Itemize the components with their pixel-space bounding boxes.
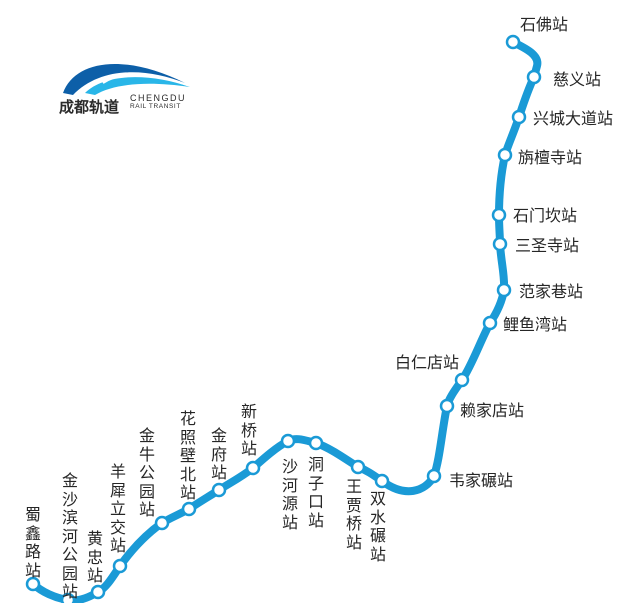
station-label-shimenkan: 石门坎站 bbox=[513, 206, 578, 225]
chengdu-rail-logo-icon bbox=[63, 63, 190, 95]
station-label-zhantansi: 旃檀寺站 bbox=[518, 148, 583, 167]
station-label-shuangshuinian: 双水碾站 bbox=[369, 489, 386, 564]
station-label-liyuwan: 鲤鱼湾站 bbox=[503, 315, 568, 334]
station-label-shifo: 石佛站 bbox=[520, 15, 569, 34]
station-label-jinniugongyuan: 金牛公园站 bbox=[138, 426, 155, 519]
station-label-huangzhong: 黄忠站 bbox=[86, 529, 103, 585]
station-marker-fanjiaxiang[interactable] bbox=[496, 282, 512, 298]
station-marker-shimenkan[interactable] bbox=[491, 207, 507, 223]
station-label-xinqiao: 新桥站 bbox=[240, 402, 257, 458]
station-label-yangxilijiao: 羊犀立交站 bbox=[109, 462, 126, 555]
station-marker-liyuwan[interactable] bbox=[482, 315, 498, 331]
station-label-ciyi: 慈义站 bbox=[553, 70, 602, 89]
station-marker-shaheyuan[interactable] bbox=[280, 433, 296, 449]
station-label-sanshengsi: 三圣寺站 bbox=[515, 236, 580, 255]
station-marker-shifo[interactable] bbox=[505, 34, 521, 50]
station-marker-xinqiao[interactable] bbox=[245, 460, 261, 476]
station-marker-shuxinlu[interactable] bbox=[25, 576, 41, 592]
station-marker-huangzhong[interactable] bbox=[90, 584, 106, 600]
station-marker-weijianian[interactable] bbox=[426, 468, 442, 484]
station-marker-shuangshuinian[interactable] bbox=[374, 473, 390, 489]
station-label-weijianian: 韦家碾站 bbox=[449, 471, 514, 490]
station-label-jinshabinhegongyuan: 金沙滨河公园站 bbox=[61, 471, 78, 601]
station-label-wangjiaqiao: 王贾桥站 bbox=[345, 477, 362, 552]
station-markers bbox=[25, 34, 542, 603]
station-marker-zhantansi[interactable] bbox=[497, 147, 513, 163]
station-label-shaheyuan: 沙河源站 bbox=[281, 457, 298, 532]
station-marker-yangxilijiao[interactable] bbox=[112, 558, 128, 574]
station-marker-bairendian[interactable] bbox=[454, 372, 470, 388]
station-label-shuxinlu: 蜀鑫路站 bbox=[24, 505, 41, 580]
station-label-bairendian: 白仁店站 bbox=[395, 353, 460, 372]
logo-name-en-1: CHENGDU bbox=[130, 93, 187, 103]
station-label-fanjiaxiang: 范家巷站 bbox=[519, 282, 584, 301]
station-label-huazhaobibei: 花照壁北站 bbox=[179, 409, 196, 502]
station-marker-jinshabinhegongyuan[interactable] bbox=[60, 592, 76, 603]
station-marker-dongzikou[interactable] bbox=[308, 435, 324, 451]
station-label-jinfu: 金府站 bbox=[210, 426, 227, 482]
station-marker-xingchengdadao[interactable] bbox=[511, 109, 527, 125]
station-marker-jinniugongyuan[interactable] bbox=[154, 515, 170, 531]
station-label-dongzikou: 洞子口站 bbox=[307, 455, 324, 530]
station-marker-ciyi[interactable] bbox=[526, 69, 542, 85]
station-marker-laijiadian[interactable] bbox=[439, 398, 455, 414]
logo-name-en-2: RAIL TRANSIT bbox=[130, 103, 181, 110]
logo-name-cn: 成都轨道 bbox=[59, 98, 120, 116]
station-marker-wangjiaqiao[interactable] bbox=[350, 459, 366, 475]
station-marker-huazhaobibei[interactable] bbox=[181, 501, 197, 517]
station-label-laijiadian: 赖家店站 bbox=[460, 401, 525, 420]
station-marker-jinfu[interactable] bbox=[211, 482, 227, 498]
station-label-xingchengdadao: 兴城大道站 bbox=[533, 109, 614, 128]
station-marker-sanshengsi[interactable] bbox=[492, 236, 508, 252]
